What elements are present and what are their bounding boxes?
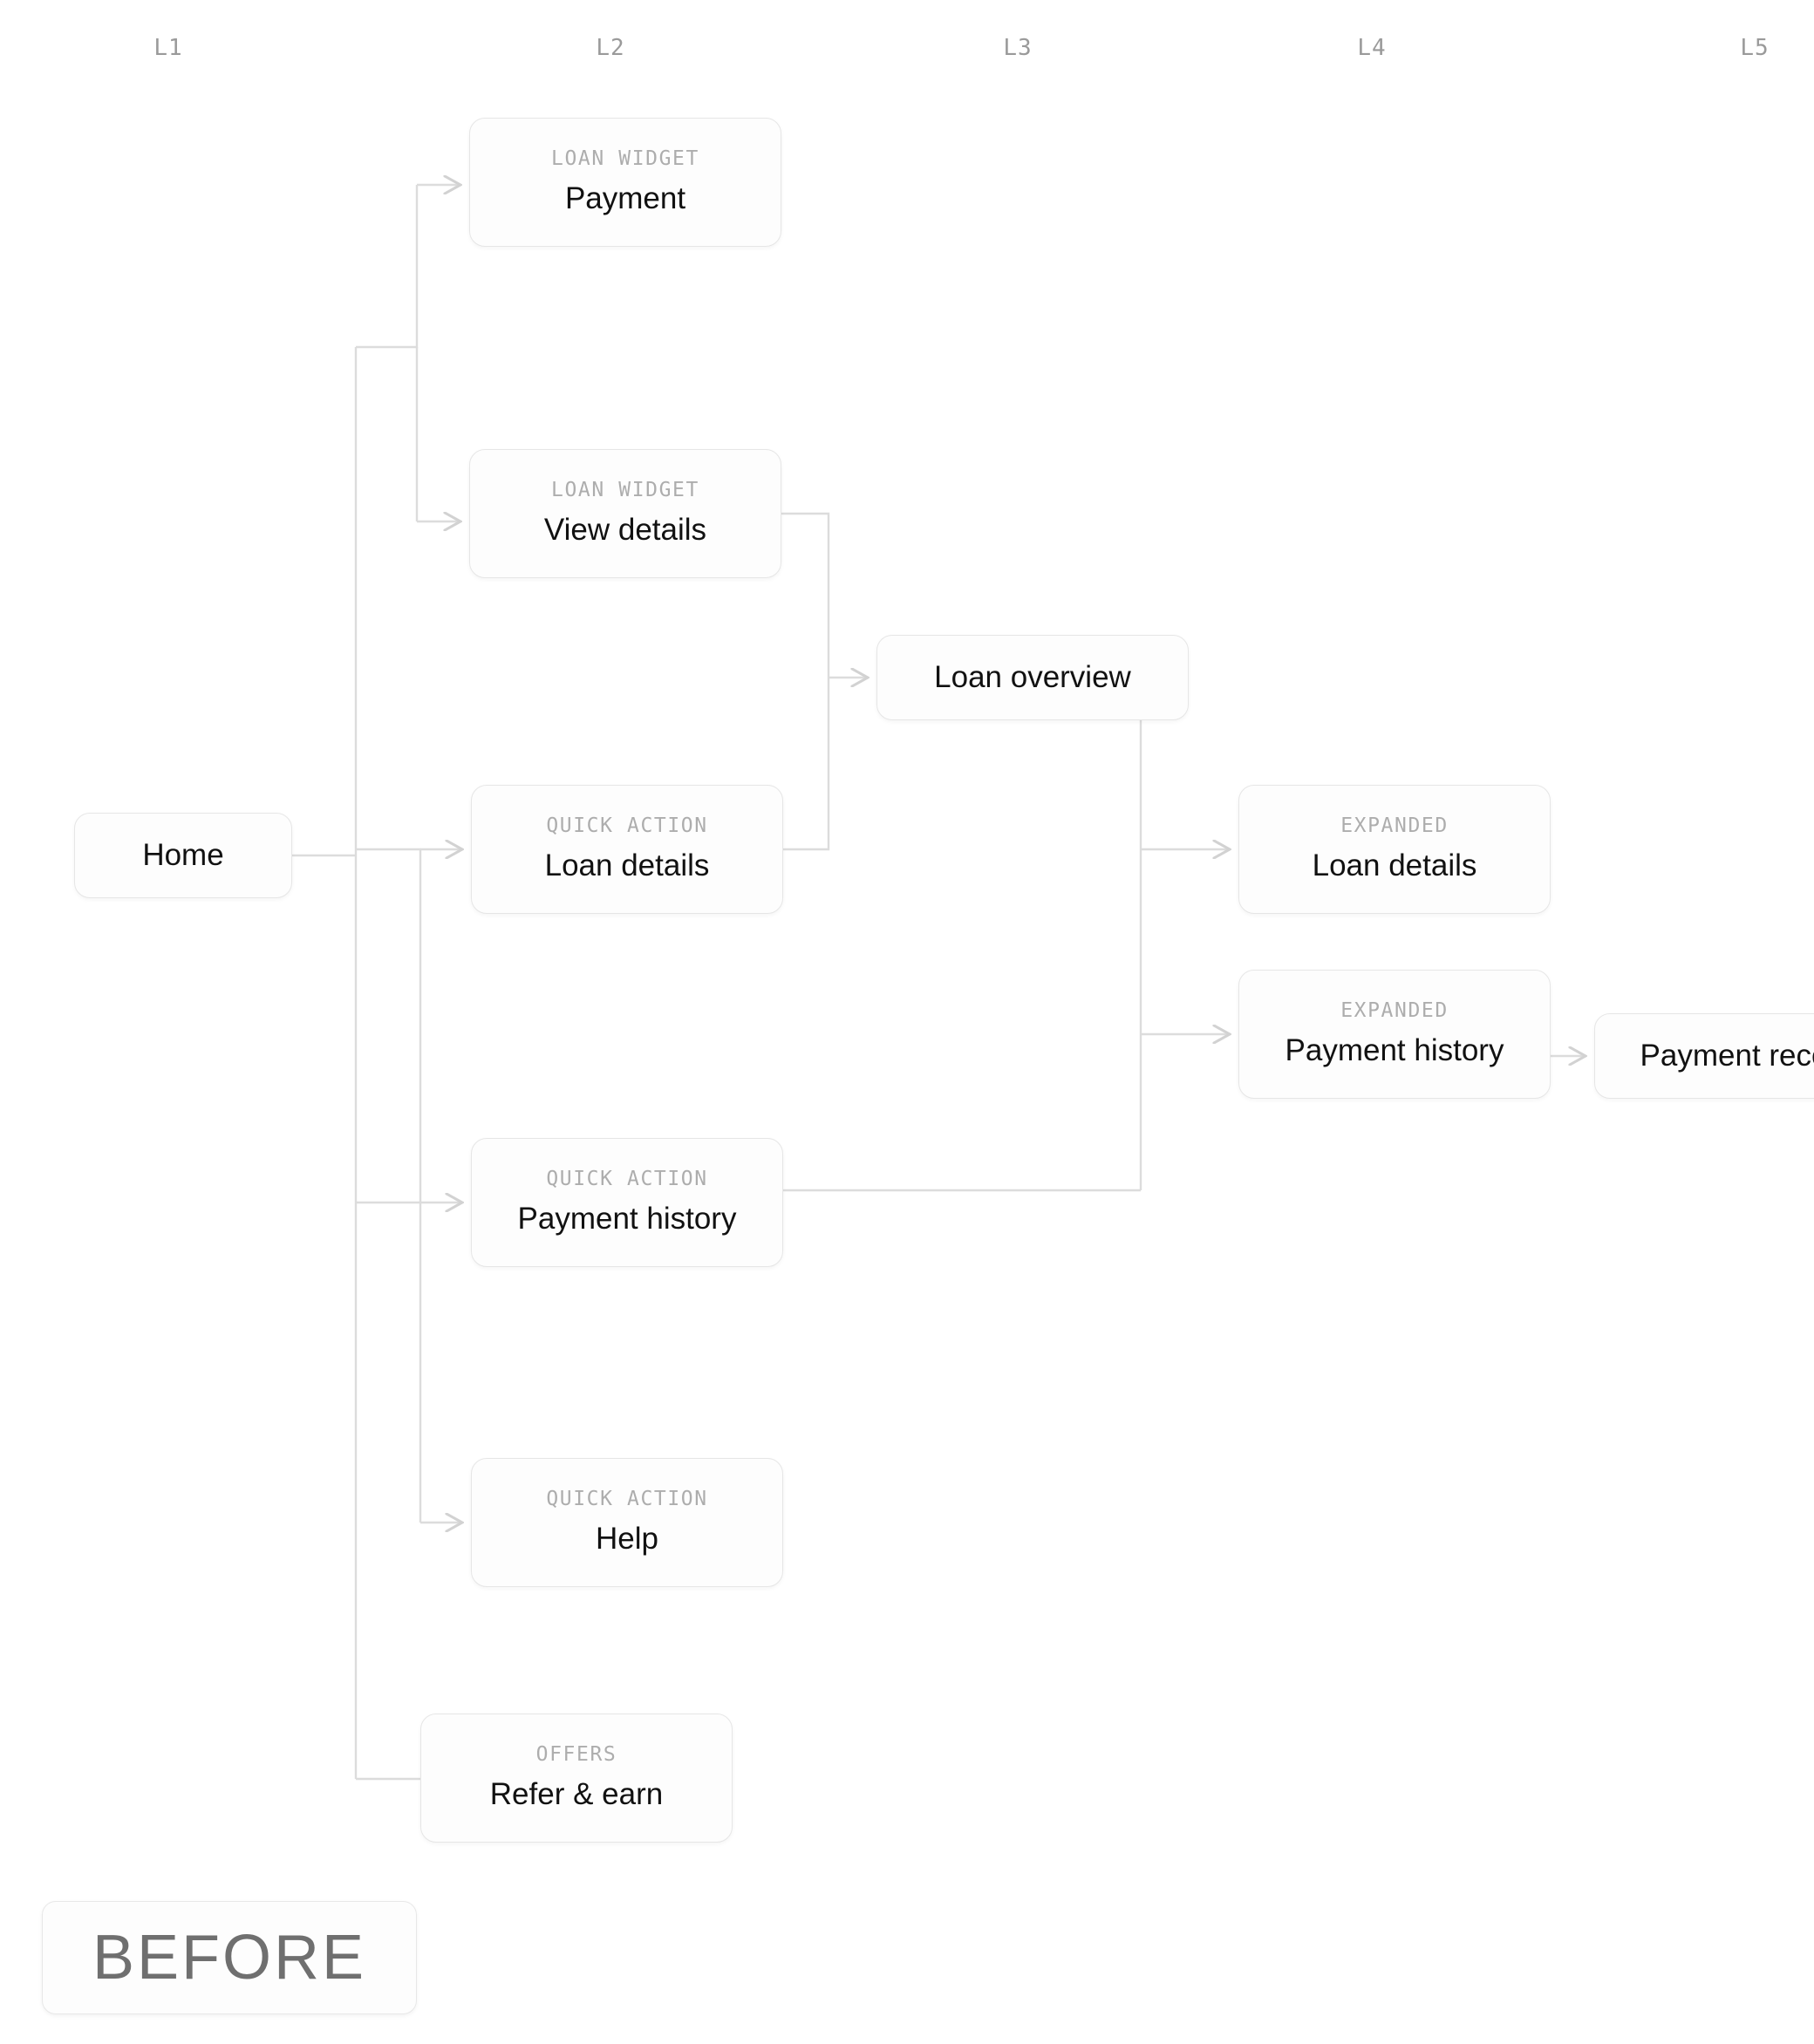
node-offers-refer-earn[interactable]: OFFERS Refer & earn bbox=[420, 1714, 733, 1843]
node-offers-refer-earn-eyebrow: OFFERS bbox=[535, 1743, 617, 1767]
node-quick-action-payment-history[interactable]: QUICK ACTION Payment history bbox=[471, 1138, 783, 1267]
column-header-l1: L1 bbox=[153, 35, 183, 61]
edge-loan-details-to-l3trunk bbox=[783, 678, 830, 851]
before-badge-label: BEFORE bbox=[92, 1923, 367, 1993]
node-home[interactable]: Home bbox=[74, 813, 292, 898]
node-loan-widget-payment-title: Payment bbox=[564, 181, 686, 215]
node-quick-action-help[interactable]: QUICK ACTION Help bbox=[471, 1458, 783, 1587]
before-badge: BEFORE bbox=[42, 1901, 417, 2014]
node-expanded-loan-details-eyebrow: EXPANDED bbox=[1340, 814, 1449, 838]
node-loan-overview-title: Loan overview bbox=[934, 659, 1131, 694]
node-loan-widget-view-details[interactable]: LOAN WIDGET View details bbox=[469, 449, 781, 578]
node-quick-action-loan-details-eyebrow: QUICK ACTION bbox=[546, 814, 708, 838]
edge-view-details-to-l3trunk bbox=[781, 512, 830, 678]
node-expanded-payment-history-title: Payment history bbox=[1285, 1032, 1504, 1067]
column-header-l3: L3 bbox=[1003, 35, 1033, 61]
column-header-l5: L5 bbox=[1740, 35, 1770, 61]
column-header-l4: L4 bbox=[1357, 35, 1387, 61]
node-quick-action-payment-history-eyebrow: QUICK ACTION bbox=[546, 1168, 708, 1191]
node-expanded-payment-history[interactable]: EXPANDED Payment history bbox=[1238, 970, 1551, 1099]
node-payment-receipt[interactable]: Payment receipt bbox=[1594, 1013, 1814, 1099]
node-expanded-loan-details[interactable]: EXPANDED Loan details bbox=[1238, 785, 1551, 914]
node-loan-widget-view-details-title: View details bbox=[543, 512, 707, 547]
node-home-title: Home bbox=[142, 837, 224, 872]
column-header-l2: L2 bbox=[596, 35, 625, 61]
node-offers-refer-earn-title: Refer & earn bbox=[489, 1776, 664, 1811]
node-loan-widget-view-details-eyebrow: LOAN WIDGET bbox=[551, 479, 699, 502]
node-quick-action-help-eyebrow: QUICK ACTION bbox=[546, 1488, 708, 1511]
edge-widget-subtrunk bbox=[356, 185, 419, 349]
node-quick-action-payment-history-title: Payment history bbox=[517, 1201, 737, 1236]
node-quick-action-loan-details[interactable]: QUICK ACTION Loan details bbox=[471, 785, 783, 914]
node-payment-receipt-title: Payment receipt bbox=[1640, 1038, 1814, 1073]
node-loan-widget-payment[interactable]: LOAN WIDGET Payment bbox=[469, 118, 781, 247]
node-expanded-payment-history-eyebrow: EXPANDED bbox=[1340, 999, 1449, 1023]
node-loan-overview[interactable]: Loan overview bbox=[876, 635, 1189, 720]
node-quick-action-help-title: Help bbox=[596, 1521, 658, 1556]
node-loan-widget-payment-eyebrow: LOAN WIDGET bbox=[551, 147, 699, 171]
node-expanded-loan-details-title: Loan details bbox=[1312, 848, 1477, 882]
edge-quickaction-subtrunk bbox=[356, 848, 422, 1203]
node-quick-action-loan-details-title: Loan details bbox=[544, 848, 710, 882]
